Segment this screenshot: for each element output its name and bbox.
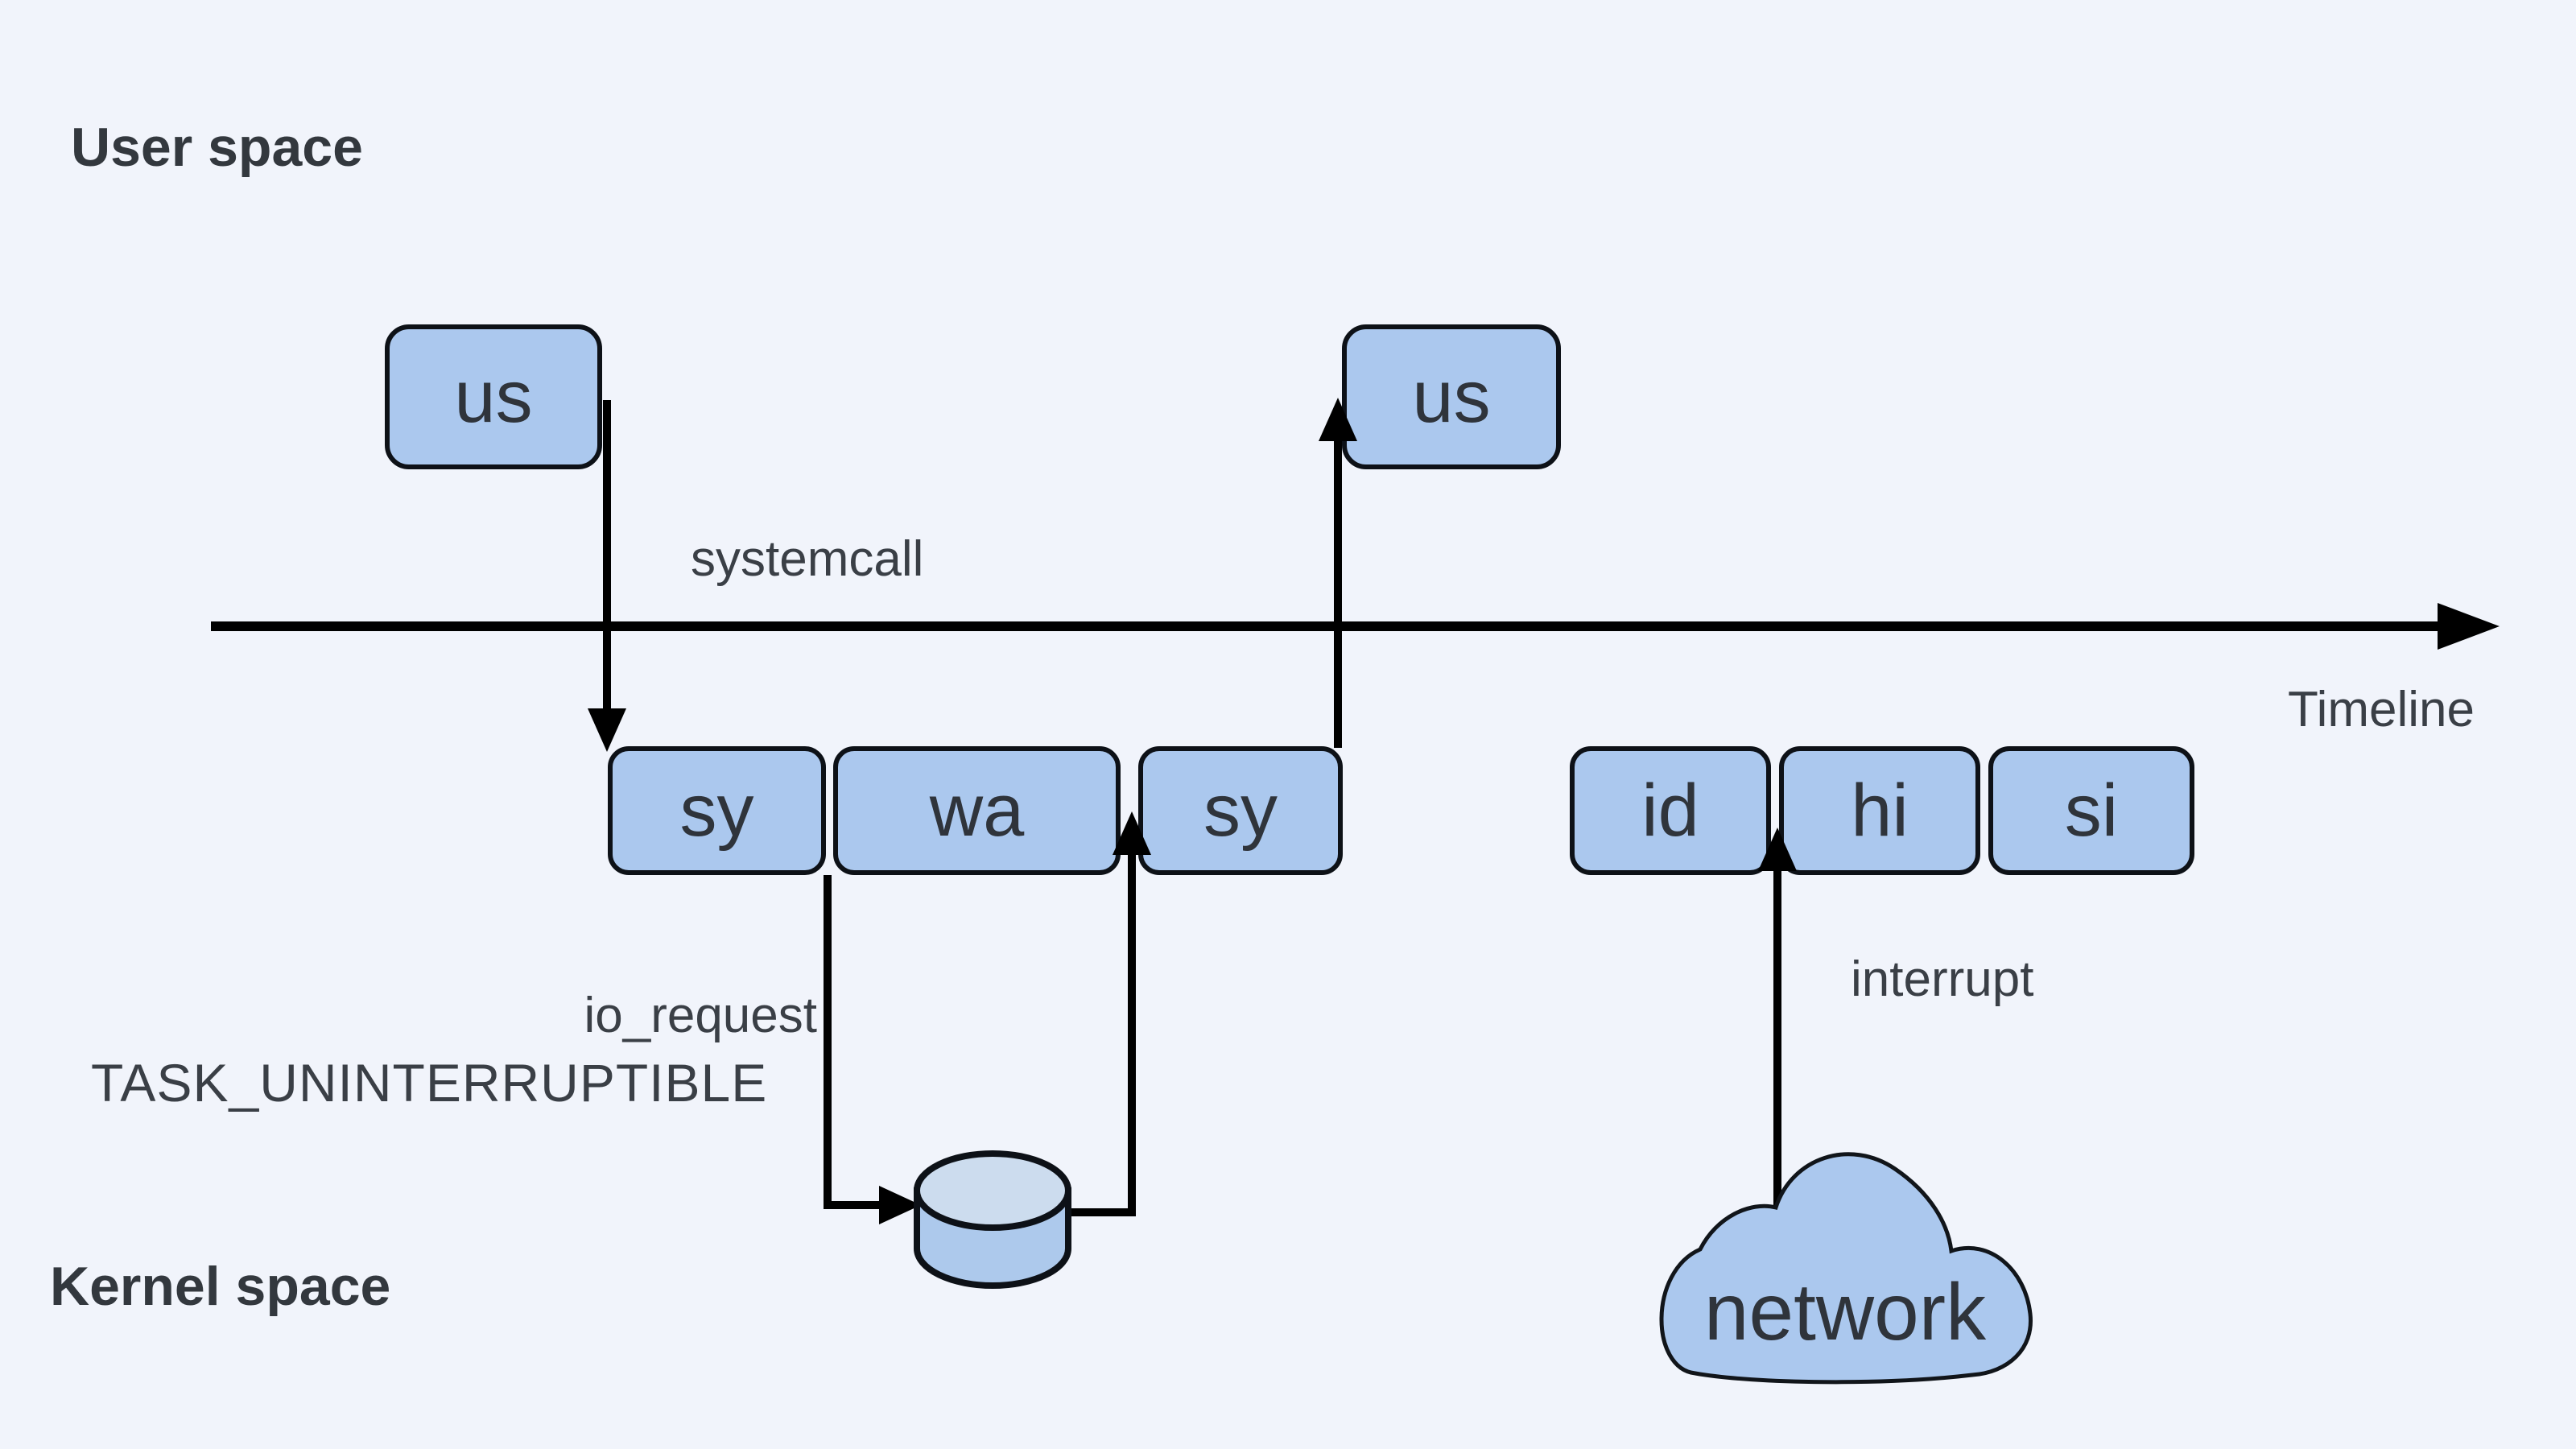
network-cloud-label: network — [1703, 1267, 1987, 1357]
state-box-system-1: sy — [608, 746, 826, 875]
state-box-system-1-label: sy — [679, 770, 754, 852]
state-box-iowait-label: wa — [929, 770, 1025, 852]
timeline-axis-label: Timeline — [2288, 682, 2475, 737]
state-box-system-2: sy — [1138, 746, 1343, 875]
state-box-idle: id — [1570, 746, 1771, 875]
user-space-region-label: User space — [71, 117, 363, 178]
state-box-hardirq-label: hi — [1851, 770, 1909, 852]
state-box-softirq-label: si — [2064, 770, 2119, 852]
process-box-user-1: us — [385, 324, 602, 469]
task-uninterruptible-annotation: TASK_UNINTERRUPTIBLE — [91, 1053, 768, 1113]
state-box-system-2-label: sy — [1203, 770, 1278, 852]
state-box-idle-label: id — [1641, 770, 1699, 852]
kernel-space-region-label: Kernel space — [50, 1256, 391, 1317]
process-box-user-2: us — [1342, 324, 1561, 469]
systemcall-annotation: systemcall — [691, 531, 924, 587]
state-box-softirq: si — [1988, 746, 2194, 875]
io-request-annotation: io_request — [584, 988, 817, 1043]
process-box-user-1-label: us — [454, 356, 533, 438]
state-box-hardirq: hi — [1779, 746, 1980, 875]
interrupt-annotation: interrupt — [1851, 952, 2034, 1007]
process-box-user-2-label: us — [1412, 356, 1491, 438]
